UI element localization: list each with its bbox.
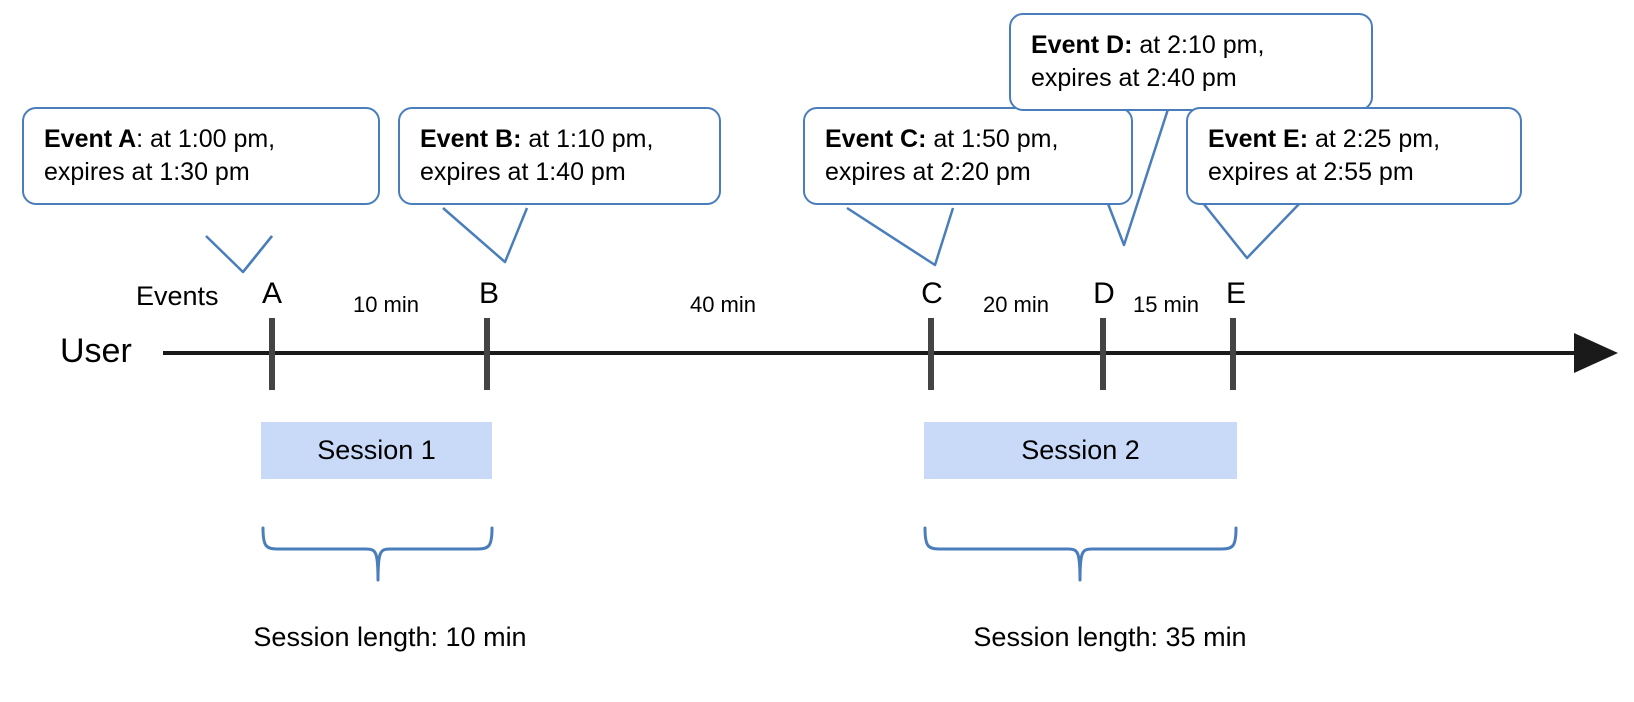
event-letter-d: D <box>1093 277 1115 310</box>
brace-session-1 <box>261 526 494 582</box>
callout-event-a-separator: : <box>136 125 144 153</box>
callout-tail-E <box>1202 202 1301 260</box>
event-letter-b: B <box>478 277 500 310</box>
session-1-length-caption: Session length: 10 min <box>253 622 527 652</box>
callout-event-b-name: Event B: <box>420 125 522 153</box>
callout-event-e-line1: at 2:25 pm, <box>1308 125 1441 153</box>
session-box-2-label: Session 2 <box>1021 435 1140 465</box>
callout-event-b-line2: expires at 1:40 pm <box>420 158 626 186</box>
callout-event-d-name: Event D: <box>1031 31 1133 59</box>
gap-label-d-e: 15 min <box>1132 292 1200 317</box>
callout-event-d-line2: expires at 2:40 pm <box>1031 64 1237 92</box>
callout-event-a[interactable]: Event A: at 1:00 pm, expires at 1:30 pm <box>22 107 380 205</box>
callout-event-c-name: Event C: <box>825 125 927 153</box>
session-box-1[interactable]: Session 1 <box>261 422 492 479</box>
callout-event-b[interactable]: Event B: at 1:10 pm, expires at 1:40 pm <box>398 107 721 205</box>
events-row-label: Events <box>136 281 219 311</box>
callout-tail-B <box>442 207 529 264</box>
brace-session-2 <box>923 526 1238 582</box>
axis-row-label-user: User <box>60 332 132 370</box>
callout-event-e[interactable]: Event E: at 2:25 pm, expires at 2:55 pm <box>1186 107 1522 205</box>
event-letter-a: A <box>261 277 283 310</box>
callout-tail-C <box>846 206 955 267</box>
session-box-2[interactable]: Session 2 <box>924 422 1237 479</box>
callout-tail-A <box>205 235 273 274</box>
callout-event-c-line1: at 1:50 pm, <box>926 125 1059 153</box>
callout-event-a-line2: expires at 1:30 pm <box>44 158 250 186</box>
gap-label-c-d: 20 min <box>982 292 1050 317</box>
callout-event-a-line1: at 1:00 pm, <box>143 125 276 153</box>
callout-tail-A-stem <box>242 235 273 273</box>
callout-event-e-line2: expires at 2:55 pm <box>1208 158 1414 186</box>
event-letter-e: E <box>1225 277 1247 310</box>
session-2-length-caption: Session length: 35 min <box>973 622 1247 652</box>
callout-event-d-line1: at 2:10 pm, <box>1132 31 1265 59</box>
callout-event-e-name: Event E: <box>1208 125 1309 153</box>
callout-event-b-line1: at 1:10 pm, <box>521 125 654 153</box>
callout-event-d[interactable]: Event D: at 2:10 pm, expires at 2:40 pm <box>1009 13 1373 111</box>
gap-label-a-b: 10 min <box>352 292 420 317</box>
callout-event-c[interactable]: Event C: at 1:50 pm, expires at 2:20 pm <box>803 107 1133 205</box>
callout-event-a-name: Event A <box>44 125 137 153</box>
event-letter-c: C <box>921 277 943 310</box>
session-box-1-label: Session 1 <box>317 435 436 465</box>
callout-event-c-line2: expires at 2:20 pm <box>825 158 1031 186</box>
gap-label-b-c: 40 min <box>689 292 757 317</box>
